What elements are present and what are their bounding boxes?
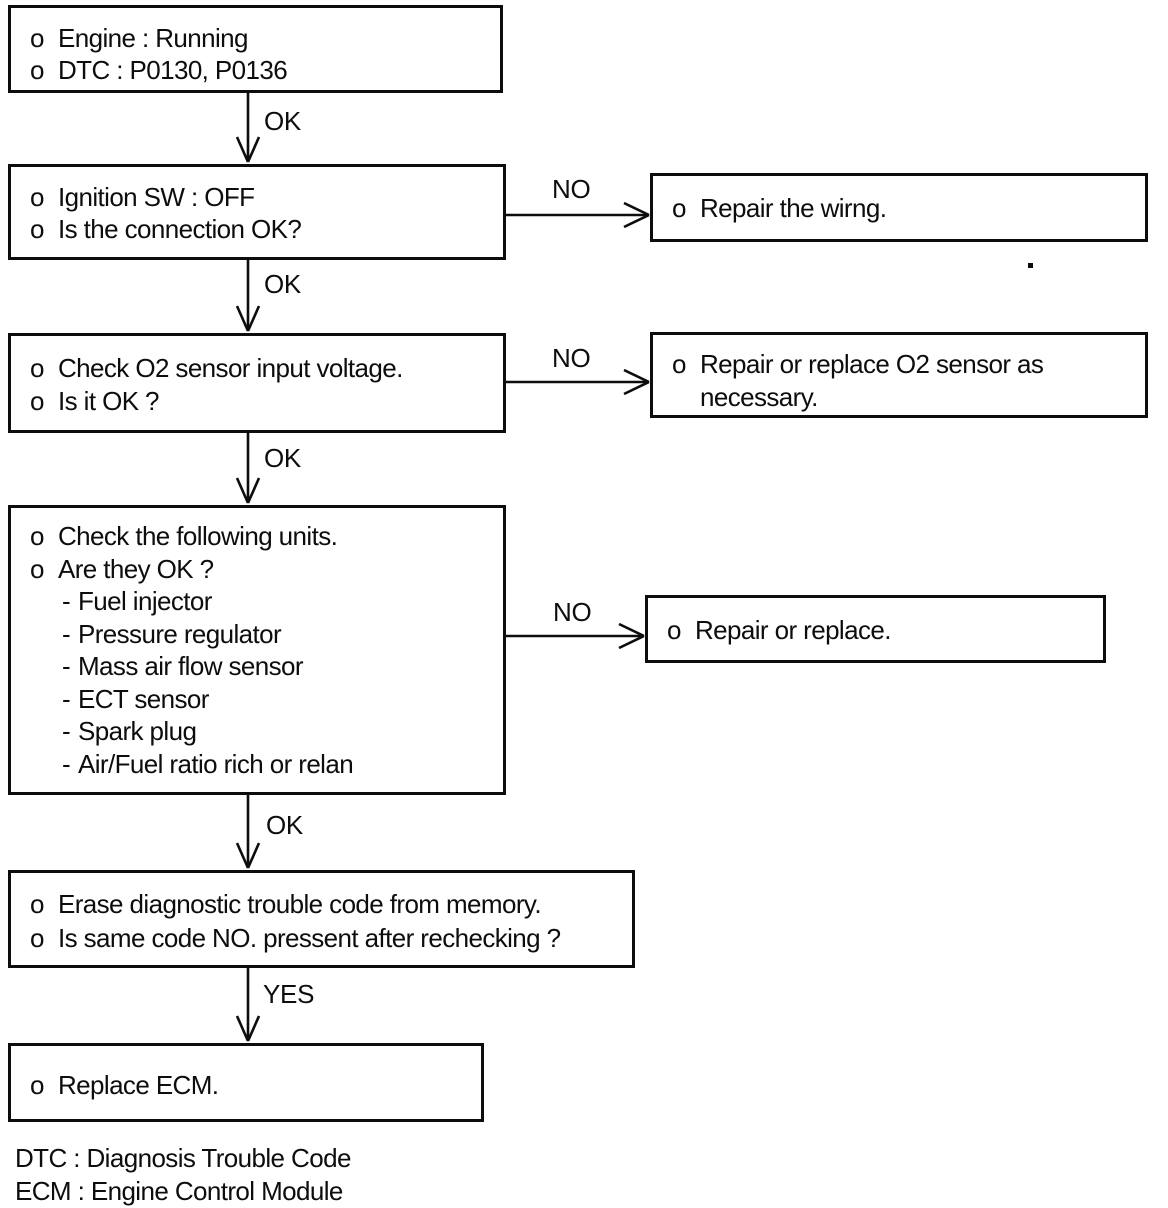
scan-artifact-dot — [1028, 263, 1033, 268]
list-item: o Repair or replace. — [667, 614, 1097, 646]
list-item: - Spark plug — [30, 715, 497, 748]
edge-label-no: NO — [553, 597, 592, 627]
bullet-marker: o — [30, 353, 44, 383]
arrow-ignition-to-repair-wiring — [506, 201, 650, 229]
arrow-check-units-to-erase — [235, 794, 261, 869]
list-item: o Check the following units. — [30, 520, 497, 553]
list-item-text: Mass air flow sensor — [78, 651, 304, 681]
flow-box-replace-ecm: o Replace ECM. — [8, 1043, 484, 1122]
bullet-marker: o — [30, 553, 44, 584]
flow-box-ignition: o Ignition SW : OFF o Is the connection … — [8, 164, 506, 260]
list-item: o Replace ECM. — [30, 1069, 475, 1101]
list-item: o Engine : Running — [30, 22, 494, 54]
bullet-marker: o — [30, 889, 44, 919]
list-item: o Ignition SW : OFF — [30, 181, 497, 213]
list-item-text: Is the connection OK? — [58, 214, 302, 244]
list-item-text: Repair or replace O2 sensor as — [700, 349, 1044, 379]
edge-label-ok: OK — [264, 269, 301, 299]
flow-box-check-units: o Check the following units. o Are they … — [8, 505, 506, 795]
arrow-erase-to-replace-ecm — [235, 967, 261, 1042]
list-item-text: DTC : P0130, P0136 — [58, 55, 288, 85]
list-item: o Is the connection OK? — [30, 213, 497, 245]
dash-marker: - — [62, 748, 71, 779]
arrow-ignition-to-o2-check — [235, 259, 261, 332]
list-item: o Check O2 sensor input voltage. — [30, 352, 497, 385]
bullet-marker: o — [30, 386, 44, 416]
list-item-text: necessary. — [700, 382, 818, 412]
edge-label-ok: OK — [266, 810, 303, 840]
dash-marker: - — [62, 716, 71, 746]
dash-marker: - — [62, 651, 71, 681]
legend-line-dtc: DTC : Diagnosis Trouble Code — [15, 1143, 351, 1173]
list-item: o DTC : P0130, P0136 — [30, 54, 494, 86]
arrow-o2-check-to-check-units — [235, 432, 261, 504]
bullet-marker: o — [30, 55, 44, 85]
bullet-marker: o — [30, 23, 44, 53]
bullet-marker: o — [30, 214, 44, 244]
flow-box-erase-dtc: o Erase diagnostic trouble code from mem… — [8, 870, 635, 968]
flow-box-repair-wiring: o Repair the wirng. — [650, 173, 1148, 242]
list-item-text: Ignition SW : OFF — [58, 182, 255, 212]
list-item: - Fuel injector — [30, 585, 497, 618]
list-item-text: Check O2 sensor input voltage. — [58, 353, 403, 383]
list-item: o Is same code NO. pressent after rechec… — [30, 921, 626, 955]
bullet-marker: o — [30, 182, 44, 212]
list-item-text: Repair or replace. — [695, 615, 891, 645]
list-item-text: Fuel injector — [78, 586, 212, 616]
list-item: o Is it OK ? — [30, 385, 497, 418]
bullet-marker: o — [667, 615, 681, 645]
bullet-marker: o — [672, 193, 686, 223]
dash-marker: - — [62, 618, 71, 649]
bullet-marker: o — [30, 521, 44, 551]
bullet-marker — [672, 381, 700, 414]
bullet-marker: o — [672, 349, 686, 379]
list-item: - ECT sensor — [30, 683, 497, 716]
flow-box-repair-o2: o Repair or replace O2 sensor as necessa… — [650, 332, 1148, 418]
list-item-text: Air/Fuel ratio rich or relan — [78, 748, 354, 779]
flow-box-o2-check: o Check O2 sensor input voltage. o Is it… — [8, 333, 506, 433]
legend: DTC : Diagnosis Trouble Code ECM : Engin… — [15, 1142, 351, 1208]
list-item-text: Is it OK ? — [58, 386, 160, 416]
bullet-marker: o — [30, 923, 44, 953]
list-item-text: ECT sensor — [78, 683, 209, 714]
list-item: - Air/Fuel ratio rich or relan — [30, 748, 497, 781]
list-item: o Repair or replace O2 sensor as — [672, 348, 1139, 381]
list-item: o Are they OK ? — [30, 553, 497, 586]
list-item: o Repair the wirng. — [672, 192, 1139, 224]
arrow-start-to-ignition — [235, 92, 261, 163]
list-item-text: Erase diagnostic trouble code from memor… — [58, 889, 542, 919]
edge-label-no: NO — [552, 343, 591, 373]
arrow-check-units-to-repair-replace — [506, 622, 645, 650]
list-item-text: Are they OK ? — [58, 553, 214, 584]
list-item-text: Repair the wirng. — [700, 193, 887, 223]
flow-box-start: o Engine : Running o DTC : P0130, P0136 — [8, 5, 503, 93]
list-item: - Pressure regulator — [30, 618, 497, 651]
dash-marker: - — [62, 683, 71, 714]
list-item-text: Check the following units. — [58, 521, 338, 551]
edge-label-yes: YES — [263, 979, 315, 1009]
edge-label-ok: OK — [264, 443, 301, 473]
list-item: - Mass air flow sensor — [30, 650, 497, 683]
list-item: necessary. — [672, 381, 1139, 414]
list-item-text: Spark plug — [78, 716, 197, 746]
list-item-text: Engine : Running — [58, 23, 248, 53]
bullet-marker: o — [30, 1070, 44, 1100]
list-item-text: Is same code NO. pressent after rechecki… — [58, 923, 561, 953]
flow-box-repair-replace: o Repair or replace. — [645, 595, 1106, 663]
list-item-text: Replace ECM. — [58, 1070, 219, 1100]
edge-label-no: NO — [552, 174, 591, 204]
legend-line-ecm: ECM : Engine Control Module — [15, 1176, 343, 1206]
list-item-text: Pressure regulator — [78, 618, 282, 649]
arrow-o2-check-to-repair-o2 — [506, 368, 650, 396]
edge-label-ok: OK — [264, 106, 301, 136]
list-item: o Erase diagnostic trouble code from mem… — [30, 887, 626, 921]
dash-marker: - — [62, 586, 71, 616]
